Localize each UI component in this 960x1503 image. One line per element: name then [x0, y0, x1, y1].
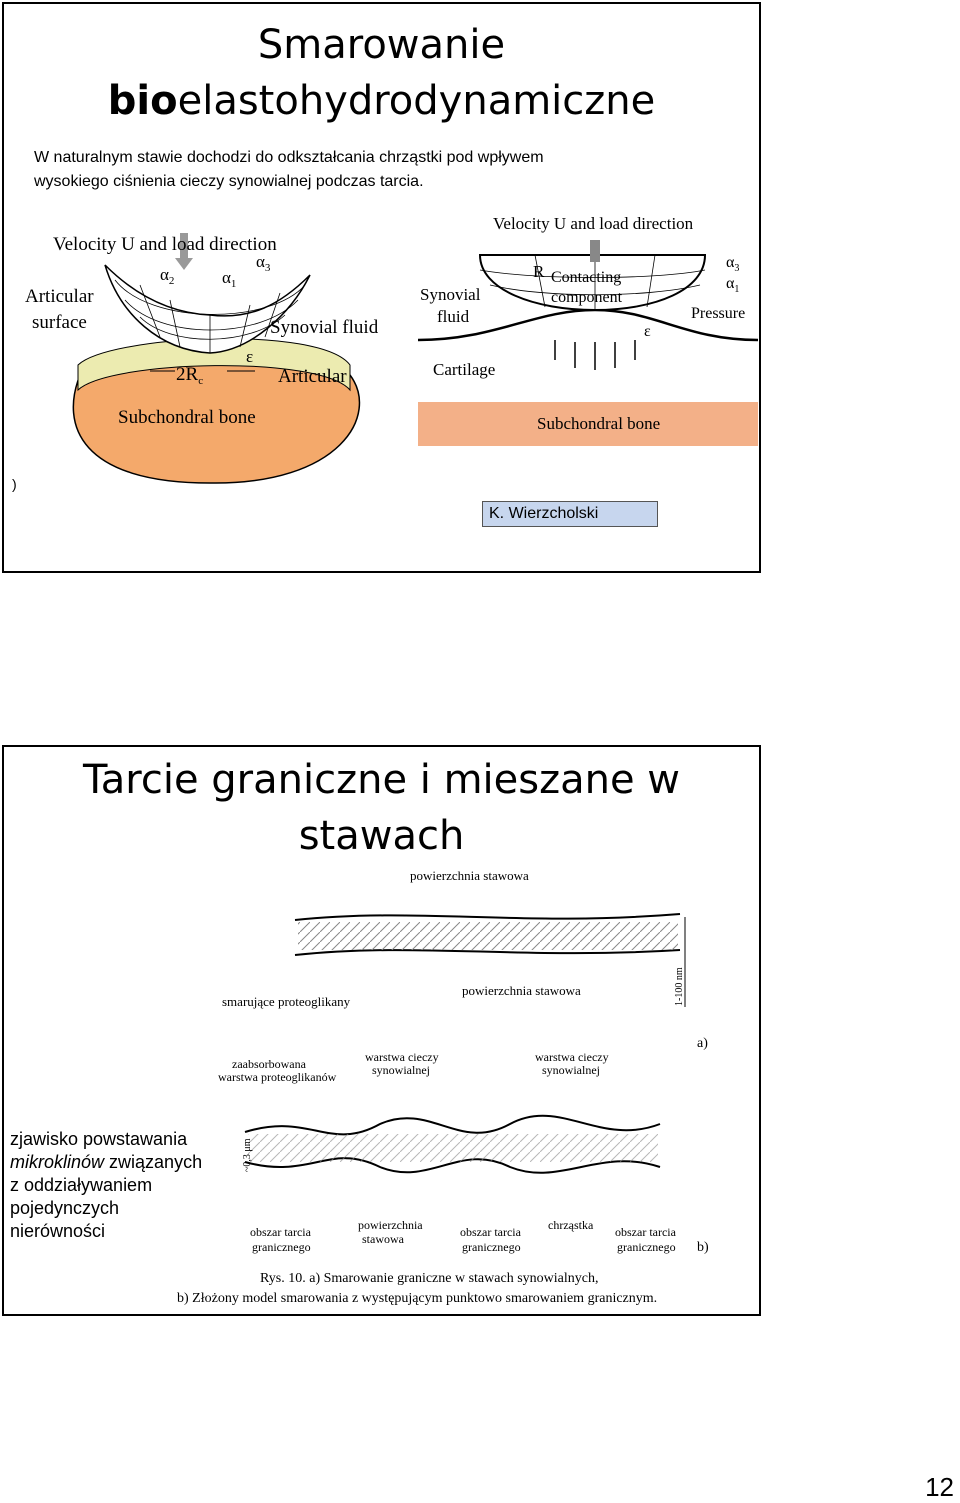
fig2-caption-2: b) Złożony model smarowania z występując… [177, 1291, 657, 1306]
fig2-boundary-3b: granicznego [617, 1240, 676, 1254]
side-note-line-4: pojedynczych [10, 1198, 120, 1218]
fig2-surface-b2: stawowa [362, 1232, 405, 1246]
slide-2: Tarcie graniczne i mieszane w stawach [2, 745, 761, 1316]
fig2-scale: 1-100 nm [674, 967, 685, 1006]
slide-2-title-line1: Tarcie graniczne i mieszane w [82, 757, 681, 803]
intro-line-1: W naturalnym stawie dochodzi do odkształ… [34, 149, 544, 166]
fig2-surface-b1: powierzchnia [358, 1218, 423, 1232]
bottom-surface-a [294, 949, 681, 956]
fig-right-cartilage: Cartilage [433, 360, 495, 379]
side-note-line-2: mikroklinów związanych [10, 1151, 202, 1174]
figure-right-ehl: Velocity U and load direction R Contacti… [417, 214, 759, 446]
fig2-bottom-surface: powierzchnia stawowa [462, 983, 581, 998]
fig-left-velocity: Velocity U and load direction [53, 234, 277, 255]
credit-label: K. Wierzcholski [482, 501, 658, 527]
cartilage-shape [77, 338, 351, 392]
fig2-boundary-1b: granicznego [252, 1240, 311, 1254]
fig-right-alpha3: α3 [726, 254, 739, 274]
grid-lines [114, 279, 306, 353]
fig-right-synovial: Synovial [420, 285, 481, 304]
fig-left-articular2: Articular [278, 366, 347, 387]
fig-right-epsilon: ε [644, 323, 651, 340]
fig-right-velocity: Velocity U and load direction [493, 214, 694, 233]
fig-left-alpha3: α3 [256, 252, 271, 274]
fig-left-surface: surface [32, 312, 87, 333]
fig-right-component: component [551, 289, 623, 306]
top-surface-b [244, 1114, 661, 1136]
fig2-absorbed-2: warstwa proteoglikanów [218, 1070, 337, 1084]
fig-right-alpha1: α1 [726, 275, 739, 295]
fig-left-alpha1: α1 [222, 268, 236, 290]
fig-left-subchondral: Subchondral bone [118, 407, 256, 428]
side-note-line-3: z oddziaływaniem [10, 1175, 153, 1195]
fig2-label-a: a) [697, 1036, 708, 1051]
side-note-line-5: nierówności [10, 1221, 106, 1241]
fluid-region-b [248, 1134, 658, 1162]
fig-right-pressure: Pressure [691, 305, 745, 322]
component-grid [479, 254, 706, 310]
articular-surface-shape [104, 264, 311, 354]
fig2-label-b: b) [697, 1240, 709, 1255]
fig2-caption-1: Rys. 10. a) Smarowanie graniczne w stawa… [260, 1271, 598, 1286]
fig2-fluid-layer-2a: warstwa cieczy [535, 1050, 609, 1064]
slide-1-title-line1: Smarowanie [257, 22, 506, 68]
title-bold-prefix: bio [107, 78, 178, 124]
subchondral-bone-strip [418, 402, 758, 446]
top-surface-a [294, 913, 681, 921]
fig2-boundary-3a: obszar tarcia [615, 1225, 677, 1239]
fig2-fluid-layer-2b: synowialnej [542, 1063, 600, 1077]
fig-left-2rc: 2Rc [176, 364, 203, 387]
fig2-absorbed-1: zaabsorbowana [232, 1057, 307, 1071]
fig-right-contacting: Contacting [551, 269, 621, 286]
title-rest: elastohydrodynamiczne [177, 78, 656, 124]
side-note-line-1: zjawisko powstawania [10, 1129, 188, 1149]
fig-right-r: R [533, 262, 545, 281]
fig2-fluid-layer-1a: warstwa cieczy [365, 1050, 439, 1064]
cartilage-profile [418, 310, 758, 402]
side-note: zjawisko powstawania mikroklinów związan… [10, 1128, 202, 1243]
fig2-cartilage: chrząstka [548, 1218, 594, 1232]
intro-line-2: wysokiego ciśnienia cieczy synowialnej p… [34, 173, 424, 190]
slide-1-intro: W naturalnym stawie dochodzi do odkształ… [34, 146, 544, 194]
fig-left-synovial-fluid: Synovial fluid [270, 317, 379, 338]
slide-1-title-line2: bioelastohydrodynamiczne [4, 74, 759, 128]
load-arrow-head [175, 258, 193, 270]
fig2-boundary-2b: granicznego [462, 1240, 521, 1254]
fig2-boundary-1a: obszar tarcia [250, 1225, 312, 1239]
fig-left-alpha2: α2 [160, 265, 174, 287]
fig-right-subchondral: Subchondral bone [537, 414, 660, 433]
page-number: 12 [925, 1472, 954, 1502]
fig-left-epsilon: ε [246, 347, 253, 366]
side-note-line-2-rest: związanych [104, 1152, 203, 1172]
side-note-italic: mikroklinów [10, 1152, 105, 1172]
proteoglycan-layer [298, 922, 678, 950]
load-arrow-shaft [180, 233, 188, 258]
pressure-arrows [554, 340, 636, 370]
fig2-boundary-2a: obszar tarcia [460, 1225, 522, 1239]
fig2-fluid-layer-1b: synowialnej [372, 1063, 430, 1077]
fig2-lubricating: smarujące proteoglikany [222, 994, 351, 1009]
right-load-arrow-shaft [590, 240, 600, 262]
fig2-top-label: powierzchnia stawowa [410, 868, 529, 883]
figure-left-ehl: Velocity U and load direction α2 α1 α3 A… [25, 233, 379, 484]
fig-right-fluid: fluid [437, 307, 470, 326]
slide-2-title-line2: stawach [298, 813, 465, 859]
small-mark: ) [12, 476, 17, 492]
fig-left-articular: Articular [25, 286, 94, 307]
figure-boundary-lubrication: powierzchnia stawowa smarujące proteogli… [177, 868, 709, 1306]
fig2-scale-b: ~0,3 μm [242, 1138, 253, 1172]
